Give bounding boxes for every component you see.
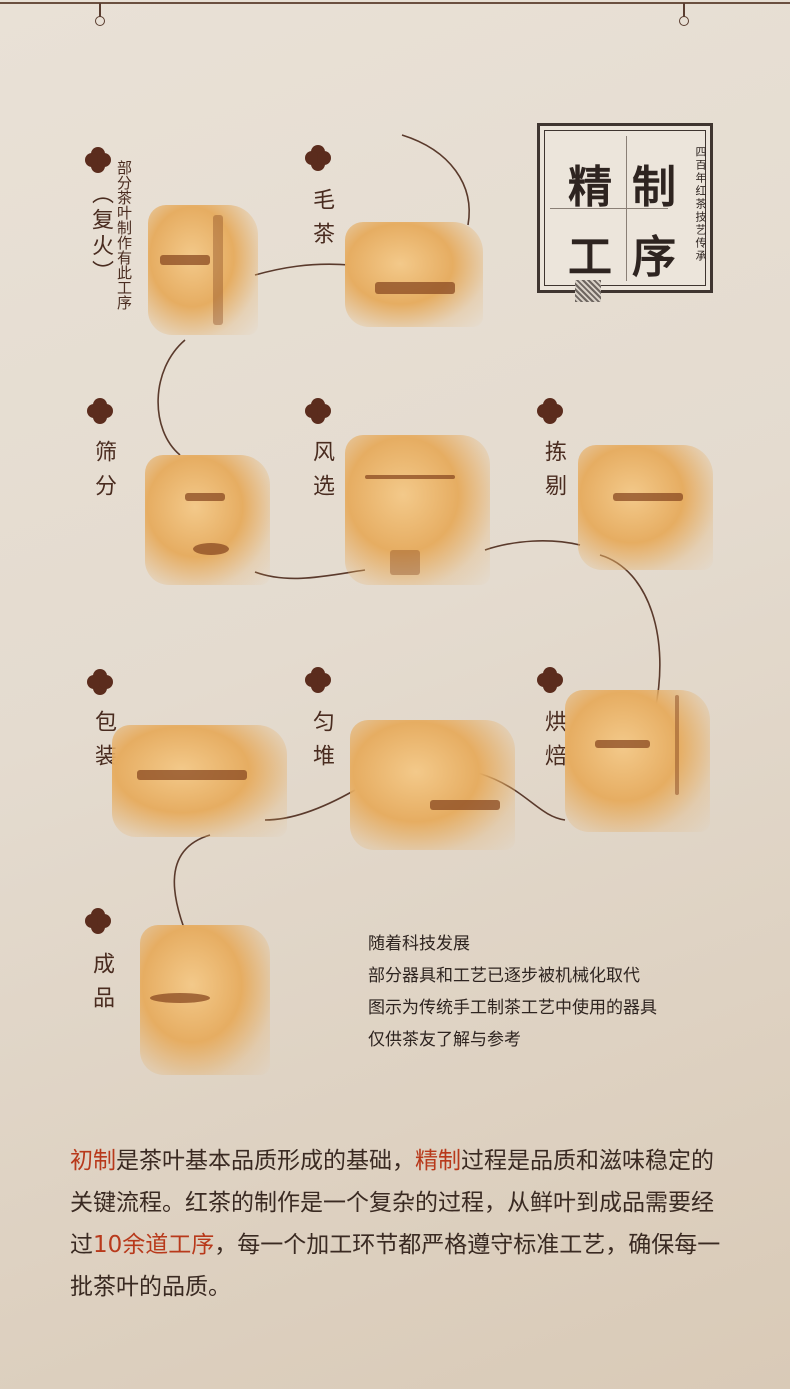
highlight: 精制 xyxy=(415,1148,461,1174)
quatrefoil-icon xyxy=(305,398,331,424)
title-char: 制 xyxy=(632,162,676,213)
step-label-chengpin: 成品 xyxy=(89,952,114,1020)
step-label-shaifen: 筛分 xyxy=(91,440,116,508)
quatrefoil-icon xyxy=(305,667,331,693)
description-paragraph: 初制是茶叶基本品质形成的基础，精制过程是品质和滋味稳定的关键流程。红茶的制作是一… xyxy=(70,1140,730,1308)
quatrefoil-icon xyxy=(87,669,113,695)
illustration-fengxuan xyxy=(345,435,490,585)
step-label-baozhuang: 包装 xyxy=(91,710,116,778)
title-char: 工 xyxy=(568,232,612,283)
text: 过程是品质和滋味稳定的关键流程。红茶的制作是一个复杂的过程，从鲜叶到成品需要经过 xyxy=(70,1148,714,1258)
step-label-maocha: 毛茶 xyxy=(309,188,334,256)
quatrefoil-icon xyxy=(305,145,331,171)
text: 是茶叶基本品质形成的基础， xyxy=(116,1148,415,1174)
step-label-fengxuan: 风选 xyxy=(309,440,334,508)
quatrefoil-icon xyxy=(85,147,111,173)
info-line: 部分器具和工艺已逐步被机械化取代 xyxy=(368,966,640,986)
illustration-chengpin xyxy=(140,925,270,1075)
illustration-maocha xyxy=(345,222,483,327)
info-note: 随着科技发展 部分器具和工艺已逐步被机械化取代 图示为传统手工制茶工艺中使用的器… xyxy=(368,928,657,1056)
highlight: 10余道工序 xyxy=(93,1232,215,1258)
illustration-yundui xyxy=(350,720,515,850)
illustration-shaifen xyxy=(145,455,270,585)
top-rule xyxy=(0,2,790,4)
title-seal-box: 精 制 工 序 四百年红茶技艺传承 xyxy=(537,123,713,293)
step-label-yundui: 匀堆 xyxy=(309,710,334,778)
quatrefoil-icon xyxy=(537,667,563,693)
highlight: 初制 xyxy=(70,1148,116,1174)
illustration-hongbei xyxy=(565,690,710,832)
title-char: 精 xyxy=(568,162,612,213)
step-label-fuhuo: （复火） xyxy=(88,182,113,286)
title-subtitle: 四百年红茶技艺传承 xyxy=(694,146,707,263)
illustration-fuhuo xyxy=(148,205,258,335)
step-label-hongbei: 烘焙 xyxy=(541,710,566,778)
hanging-ring-icon xyxy=(95,16,105,26)
info-line: 随着科技发展 xyxy=(368,934,470,954)
info-line: 图示为传统手工制茶工艺中使用的器具 xyxy=(368,998,657,1018)
quatrefoil-icon xyxy=(87,398,113,424)
hanger xyxy=(99,3,101,17)
illustration-baozhuang xyxy=(112,725,287,837)
title-char: 序 xyxy=(632,232,676,283)
step-note-fuhuo: 部分茶叶制作有此工序 xyxy=(115,160,133,310)
text: ，每一个加工环节都严格遵守标准工艺，确保每一批茶叶的品质。 xyxy=(70,1232,721,1300)
step-label-jianti: 拣剔 xyxy=(541,440,566,508)
info-line: 仅供茶友了解与参考 xyxy=(368,1030,521,1050)
hanger xyxy=(683,3,685,17)
seal-stamp-icon xyxy=(575,280,601,302)
hanging-ring-icon xyxy=(679,16,689,26)
illustration-jianti xyxy=(578,445,713,570)
quatrefoil-icon xyxy=(537,398,563,424)
quatrefoil-icon xyxy=(85,908,111,934)
